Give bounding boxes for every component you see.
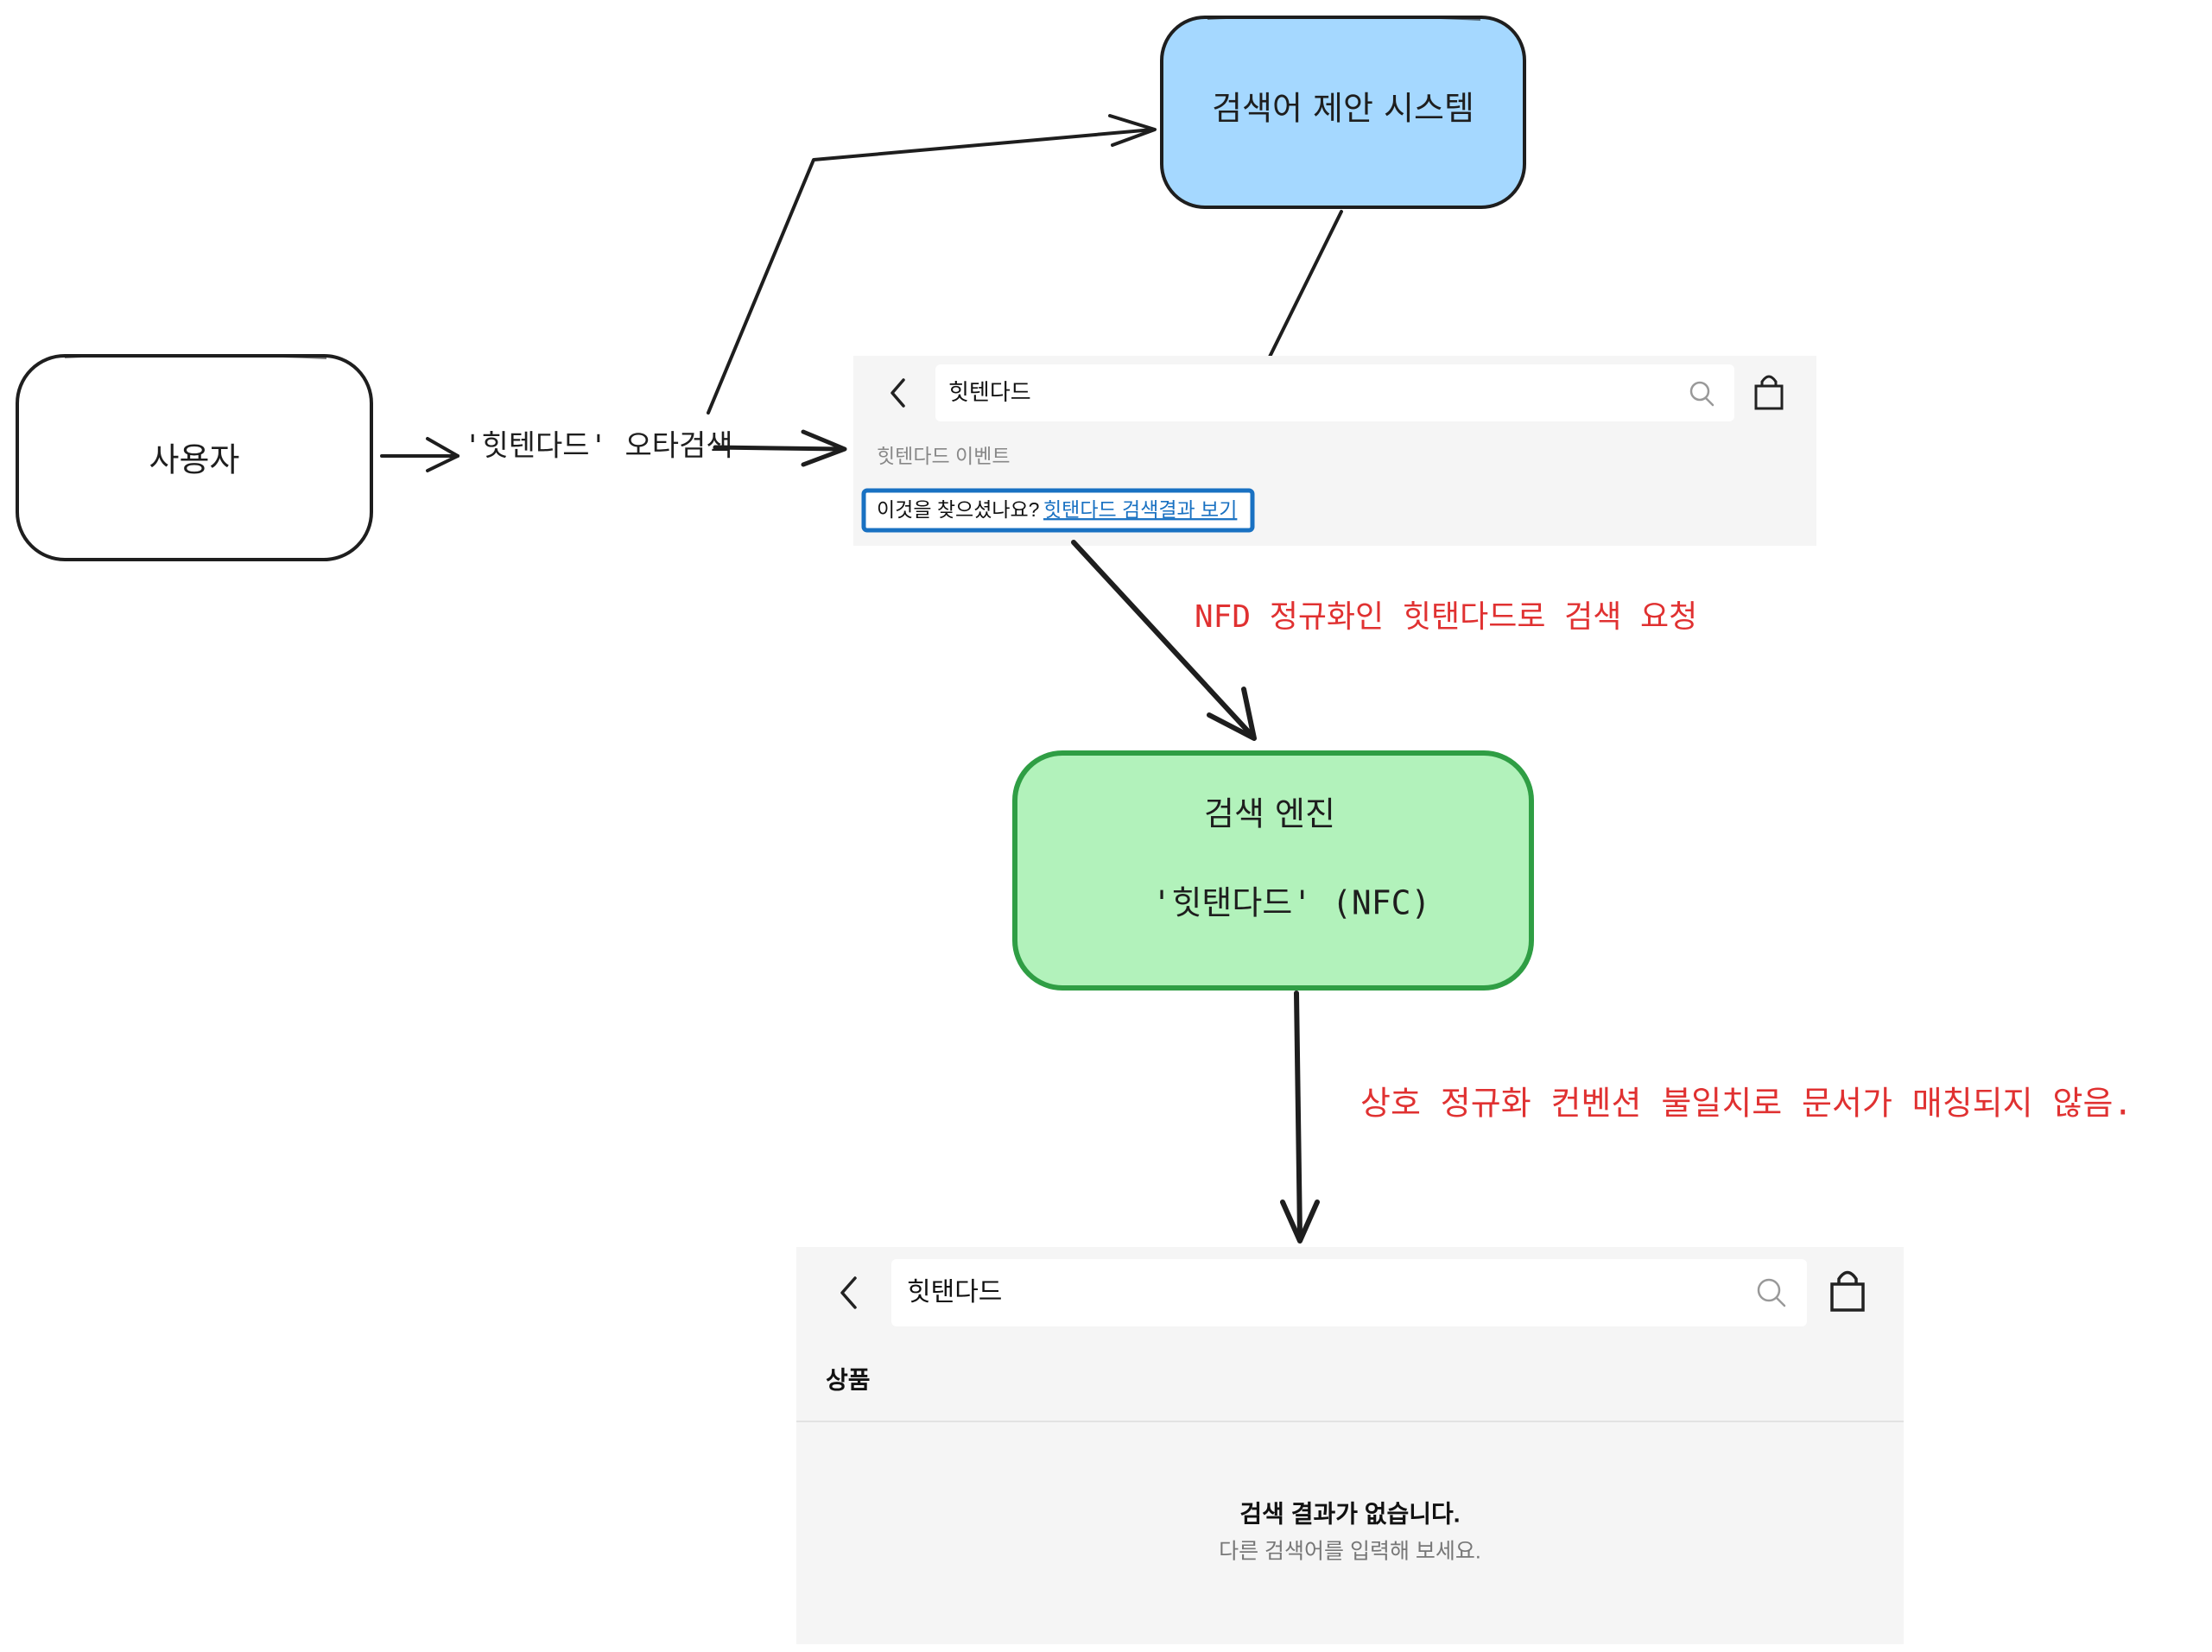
arrow-screen1-to-engine [1071, 540, 1253, 737]
section-title: 상품 [826, 1366, 871, 1393]
user-label: 사용자 [149, 441, 240, 479]
shopping-bag-icon[interactable] [1754, 375, 1784, 410]
search-engine-node: 검색 엔진 '힛탠다드' (NFC) [1012, 750, 1534, 991]
search-screen-suggestion: 힛텐다드 힛텐다드 이벤트 이것을 찾으셨나요? 힛탠다드 검색결과 보기 [853, 356, 1816, 546]
arrow-engine-to-screen2 [1294, 991, 1302, 1239]
arrow-to-suggest-system [707, 128, 1155, 415]
suggestion-item[interactable]: 힛텐다드 이벤트 [877, 445, 1011, 467]
search-input[interactable] [891, 1259, 1807, 1326]
did-you-mean-text: 이것을 찾으셨나요? [877, 498, 1039, 521]
engine-title: 검색 엔진 [1204, 795, 1335, 833]
back-icon[interactable] [891, 378, 905, 408]
back-icon[interactable] [840, 1276, 857, 1309]
engine-term: '힛탠다드' (NFC) [1152, 884, 1431, 922]
suggest-system-node: 검색어 제안 시스템 [1160, 16, 1526, 209]
mismatch-label: 상호 정규화 컨벤션 불일치로 문서가 매칭되지 않음. [1360, 1085, 2133, 1123]
search-input-value: 힛텐다드 [948, 379, 1031, 405]
typo-search-label: '힛텐다드' 오타검색 [464, 429, 733, 464]
search-screen-no-results: 힛탠다드 상품 검색 결과가 없습니다. 다른 검색어를 입력해 보세요. [796, 1247, 1904, 1644]
search-input[interactable] [935, 364, 1734, 421]
search-input-value: 힛탠다드 [907, 1278, 1002, 1307]
search-icon[interactable] [1757, 1278, 1786, 1307]
suggest-system-label: 검색어 제안 시스템 [1212, 90, 1474, 128]
user-node: 사용자 [16, 354, 373, 561]
did-you-mean-box [861, 488, 1255, 533]
search-icon[interactable] [1689, 381, 1714, 407]
nfd-request-label: NFD 정규화인 힛탠다드로 검색 요청 [1195, 599, 1697, 635]
empty-state-title: 검색 결과가 없습니다. [1239, 1500, 1460, 1527]
arrow-to-screen1 [713, 445, 845, 452]
shopping-bag-icon[interactable] [1830, 1270, 1865, 1312]
empty-state-subtitle: 다른 검색어를 입력해 보세요. [1219, 1540, 1481, 1564]
suggest-result-link[interactable]: 힛탠다드 검색결과 보기 [1043, 498, 1237, 521]
